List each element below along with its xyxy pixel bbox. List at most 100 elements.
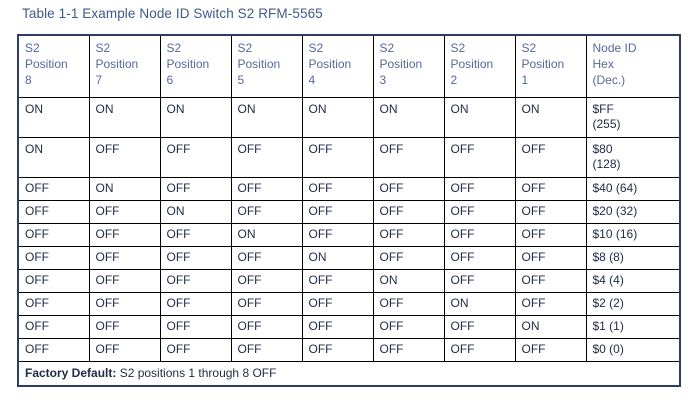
column-header-line: Position xyxy=(521,57,565,71)
node-id-cell: $0 (0) xyxy=(585,337,681,362)
switch-state-cell: OFF xyxy=(372,199,445,224)
node-id-dec: (128) xyxy=(592,156,621,171)
node-id-hex: $80 xyxy=(592,141,613,156)
column-header-line: Position xyxy=(379,57,423,71)
switch-state-cell: ON xyxy=(159,199,232,224)
column-header-line: 4 xyxy=(308,73,316,87)
column-header-line: 8 xyxy=(25,73,32,87)
node-id-cell: $40 (64) xyxy=(585,176,681,201)
switch-state-cell: OFF xyxy=(372,176,445,201)
switch-state-cell: ON xyxy=(17,96,90,138)
switch-state-cell: OFF xyxy=(230,245,303,270)
switch-state-cell: ON xyxy=(514,314,587,339)
column-header-line: 1 xyxy=(521,73,529,87)
switch-state-cell: OFF xyxy=(159,291,232,316)
switch-state-cell: ON xyxy=(88,96,161,138)
switch-state-cell: OFF xyxy=(17,245,90,270)
switch-state-cell: OFF xyxy=(301,268,374,293)
switch-state-cell: ON xyxy=(88,176,161,201)
switch-state-cell: OFF xyxy=(443,199,516,224)
switch-state-cell: OFF xyxy=(301,176,374,201)
node-id-dec: (255) xyxy=(592,116,621,131)
node-id-cell: $4 (4) xyxy=(585,268,681,293)
node-id-cell: $80(128) xyxy=(585,136,681,178)
switch-state-cell: OFF xyxy=(514,199,587,224)
node-id-hex: $8 (8) xyxy=(592,249,624,264)
switch-state-cell: OFF xyxy=(159,245,232,270)
node-id-hex: $1 (1) xyxy=(592,318,624,333)
column-header-line: S2 xyxy=(95,41,111,55)
column-header-line: 2 xyxy=(450,73,458,87)
switch-state-cell: OFF xyxy=(17,314,90,339)
switch-state-cell: ON xyxy=(443,96,516,138)
switch-state-cell: OFF xyxy=(159,176,232,201)
switch-state-cell: OFF xyxy=(230,176,303,201)
table-footer: Factory Default: S2 positions 1 through … xyxy=(18,360,680,386)
switch-state-cell: OFF xyxy=(372,222,445,247)
factory-default-label: Factory Default: xyxy=(25,365,117,380)
node-id-hex: $FF xyxy=(592,101,614,116)
column-header-line: 7 xyxy=(95,73,103,87)
switch-state-cell: OFF xyxy=(88,291,161,316)
switch-state-cell: OFF xyxy=(159,136,232,178)
node-id-hex: $2 (2) xyxy=(592,295,624,310)
column-header-line: (Dec.) xyxy=(592,73,626,87)
column-header-line: Hex xyxy=(592,57,614,71)
switch-state-cell: OFF xyxy=(514,268,587,293)
node-id-cell: $2 (2) xyxy=(585,291,681,316)
switch-state-cell: OFF xyxy=(17,222,90,247)
column-header-line: S2 xyxy=(25,41,40,55)
switch-state-cell: OFF xyxy=(88,245,161,270)
switch-state-cell: OFF xyxy=(88,136,161,178)
switch-state-cell: OFF xyxy=(443,245,516,270)
switch-state-cell: OFF xyxy=(443,222,516,247)
switch-state-cell: OFF xyxy=(88,268,161,293)
node-id-cell: $10 (16) xyxy=(585,222,681,247)
column-header-line: S2 xyxy=(166,41,182,55)
switch-state-cell: OFF xyxy=(514,222,587,247)
node-id-hex: $10 (16) xyxy=(592,226,638,241)
switch-state-cell: OFF xyxy=(372,314,445,339)
column-header-line: Position xyxy=(237,57,281,71)
column-header-line: Position xyxy=(25,57,68,71)
switch-state-cell: ON xyxy=(301,96,374,138)
switch-state-cell: OFF xyxy=(372,245,445,270)
switch-state-cell: OFF xyxy=(230,314,303,339)
switch-state-cell: OFF xyxy=(301,291,374,316)
switch-state-cell: ON xyxy=(372,268,445,293)
column-header-line: 5 xyxy=(237,73,245,87)
switch-state-cell: ON xyxy=(230,222,303,247)
node-id-cell: $FF(255) xyxy=(585,96,681,138)
node-id-cell: $8 (8) xyxy=(585,245,681,270)
switch-state-cell: OFF xyxy=(372,337,445,362)
column-header-line: S2 xyxy=(237,41,253,55)
column-header-line: 6 xyxy=(166,73,174,87)
page-title: Table 1-1 Example Node ID Switch S2 RFM-… xyxy=(22,6,323,21)
switch-state-cell: ON xyxy=(443,291,516,316)
column-header-line: Position xyxy=(308,57,352,71)
factory-default-note: Factory Default: S2 positions 1 through … xyxy=(18,360,680,386)
switch-state-cell: OFF xyxy=(514,337,587,362)
switch-state-cell: OFF xyxy=(301,314,374,339)
factory-default-text: S2 positions 1 through 8 OFF xyxy=(116,365,277,380)
column-header-line: Position xyxy=(166,57,210,71)
switch-state-cell: OFF xyxy=(17,199,90,224)
switch-state-cell: OFF xyxy=(443,337,516,362)
switch-state-cell: OFF xyxy=(514,136,587,178)
switch-state-cell: OFF xyxy=(230,199,303,224)
switch-state-cell: OFF xyxy=(443,176,516,201)
node-id-hex: $0 (0) xyxy=(592,341,624,356)
